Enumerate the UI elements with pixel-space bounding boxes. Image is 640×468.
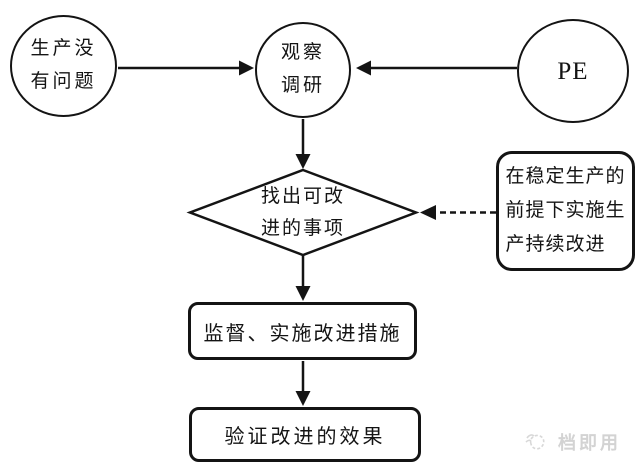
arrowhead-down-icon (295, 154, 311, 169)
arrowhead-left-icon (420, 205, 436, 220)
node-production-no-problem: 生产没 有问题 (10, 15, 117, 117)
connector-observe-to-diamond (295, 119, 311, 169)
arrowhead-left-icon (356, 60, 371, 76)
connector-pe-to-observe (356, 60, 517, 76)
watermark-logo-icon (525, 434, 545, 450)
node-supervise-implement: 监督、实施改进措施 (188, 302, 417, 360)
node-pe: PE (517, 19, 629, 123)
connector-note-to-diamond-dashed (420, 205, 496, 220)
arrowhead-right-icon (239, 60, 254, 76)
watermark-text: 档即用 (558, 433, 621, 453)
watermark: 档即用 (523, 428, 621, 456)
arrowhead-down-icon (295, 286, 311, 301)
node-verify-effect: 验证改进的效果 (189, 407, 421, 462)
arrowhead-down-icon (295, 391, 311, 406)
connector-production-to-observe (118, 60, 254, 76)
node-find-improvement-label: 找出可改 进的事项 (260, 186, 345, 239)
connector-supervise-to-verify (295, 361, 311, 406)
connector-diamond-to-supervise (295, 255, 311, 301)
node-observe-research: 观察 调研 (255, 22, 351, 118)
node-stable-production-note: 在稳定生产的 前提下实施生 产持续改进 (496, 151, 635, 271)
